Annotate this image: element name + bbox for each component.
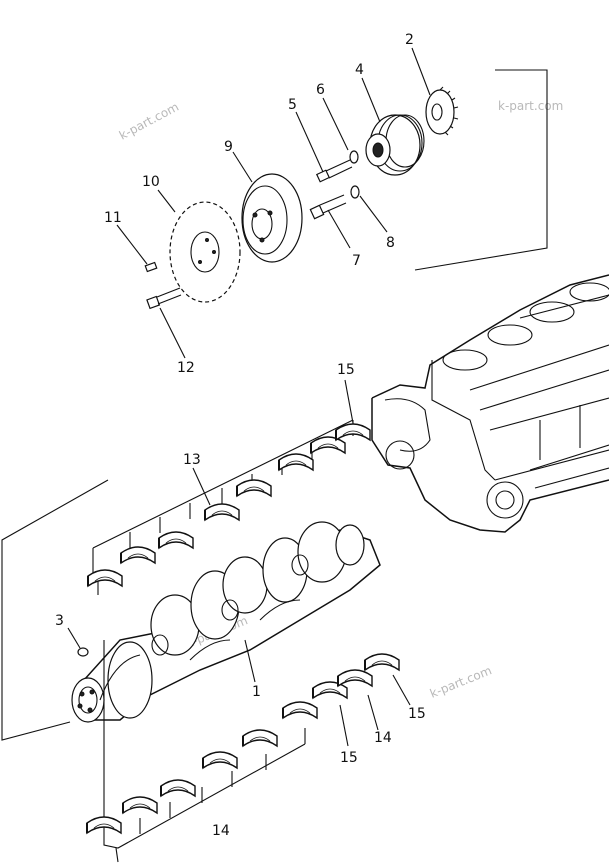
timing-rotor (169, 201, 241, 303)
callout-15-middle: 15 (340, 750, 358, 766)
callout-9: 9 (224, 139, 233, 155)
upper-shell-3 (158, 531, 194, 549)
callout-4: 4 (355, 62, 364, 78)
upper-thrust-shell (335, 423, 371, 441)
leader-lines (67, 47, 431, 747)
crank-gear (425, 86, 459, 136)
callout-1: 1 (252, 684, 261, 700)
callout-6: 6 (316, 82, 325, 98)
bracket-lines (1, 69, 548, 863)
cylinder-block (371, 274, 609, 533)
lower-shell-4 (202, 751, 238, 769)
callout-13: 13 (183, 452, 201, 468)
callout-14-bottom: 14 (212, 823, 230, 839)
lower-shell-2 (122, 796, 158, 814)
watermark-bottom-right: k-part.com (428, 663, 494, 700)
lower-thrust-shell (364, 653, 400, 671)
lower-shell-7 (312, 681, 348, 699)
callout-11: 11 (104, 210, 122, 226)
watermark-top-left: k-part.com (117, 100, 181, 143)
callout-2: 2 (405, 32, 414, 48)
callout-10: 10 (142, 174, 160, 190)
bolt-12 (146, 287, 182, 310)
upper-shell-7 (310, 436, 346, 454)
bolt-5 (315, 159, 353, 183)
callout-5: 5 (288, 97, 297, 113)
pin-11 (144, 261, 158, 273)
lower-shell-8 (337, 669, 373, 687)
washer-8 (350, 185, 360, 199)
damper (241, 173, 303, 263)
callout-15-right: 15 (408, 706, 426, 722)
upper-shell-2 (120, 546, 156, 564)
callout-8: 8 (386, 235, 395, 251)
callout-15-top: 15 (337, 362, 355, 378)
callout-14-right: 14 (374, 730, 392, 746)
key-pin (77, 647, 89, 657)
upper-shell-6 (278, 453, 314, 471)
pulley (365, 114, 425, 176)
upper-shell-1 (87, 569, 123, 587)
callout-7: 7 (352, 253, 361, 269)
lower-shell-3 (160, 779, 196, 797)
watermark-top-right: k-part.com (498, 99, 563, 113)
lower-shell-5 (242, 729, 278, 747)
callout-labels: 1 2 3 4 5 6 7 8 9 10 11 12 13 14 14 15 1… (55, 32, 426, 839)
bolt-7 (309, 194, 347, 220)
callout-12: 12 (177, 360, 195, 376)
washer-6 (349, 150, 359, 164)
upper-shell-4 (204, 503, 240, 521)
lower-shell-6 (282, 701, 318, 719)
upper-shell-5 (236, 479, 272, 497)
callout-3: 3 (55, 613, 64, 629)
crankshaft (71, 521, 381, 723)
